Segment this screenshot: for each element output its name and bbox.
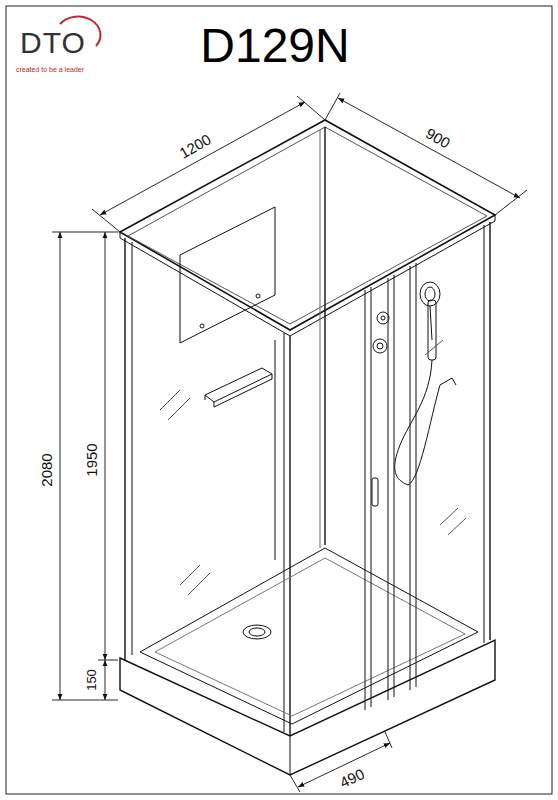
brand-logo: DTO [20,28,86,58]
dimension: 2080 [39,453,54,486]
dimension: 1950 [84,443,99,476]
dimension-lines [52,93,527,792]
cabin [120,120,495,775]
dimension: 490 [337,766,366,790]
dimension: 150 [85,669,98,691]
page-frame [6,6,552,794]
model-title: D129N [200,22,349,70]
dimension: 1200 [177,131,213,160]
brand-slogan: created to be a leader [16,66,84,73]
